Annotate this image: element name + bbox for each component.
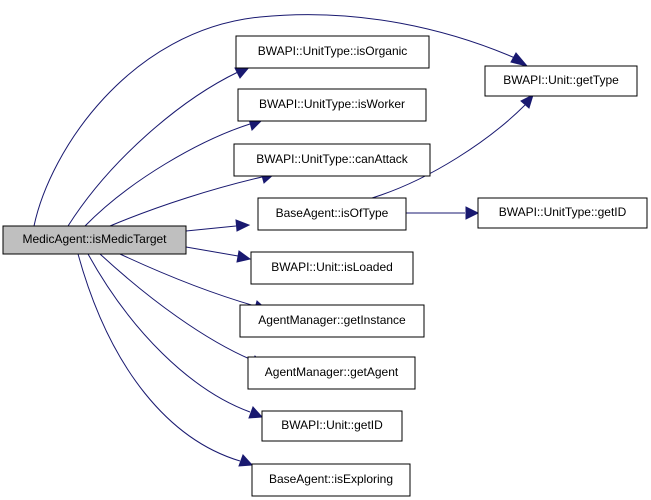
node-baseagent-isoftype[interactable]: BaseAgent::isOfType: [257, 197, 407, 231]
edge-root-to-getType: [33, 14, 529, 227]
node-unittype-isworker[interactable]: BWAPI::UnitType::isWorker: [237, 88, 427, 122]
edge-root-to-isLoaded: [185, 246, 252, 263]
edge-root-to-isExploring: [77, 253, 254, 467]
node-label: BWAPI::Unit::getType: [503, 73, 619, 87]
node-label: BWAPI::Unit::isLoaded: [271, 260, 393, 274]
node-unittype-isorganic[interactable]: BWAPI::UnitType::isOrganic: [235, 35, 430, 69]
edge-isOfType-to-unitTypeGetID: [406, 206, 480, 220]
node-unit-isloaded[interactable]: BWAPI::Unit::isLoaded: [250, 251, 414, 285]
node-baseagent-isexploring[interactable]: BaseAgent::isExploring: [251, 463, 411, 497]
node-agentmanager-getinstance[interactable]: AgentManager::getInstance: [239, 304, 425, 338]
node-label: BWAPI::UnitType::canAttack: [256, 152, 409, 166]
node-label: BaseAgent::isOfType: [276, 206, 389, 220]
edge-root-to-getInstance: [119, 253, 269, 313]
node-unittype-canattack[interactable]: BWAPI::UnitType::canAttack: [233, 143, 431, 177]
node-unit-getid[interactable]: BWAPI::Unit::getID: [261, 410, 403, 442]
node-unittype-getid[interactable]: BWAPI::UnitType::getID: [477, 197, 648, 229]
edge-root-to-isOfType: [185, 219, 251, 232]
edge-root-to-unitGetID: [87, 253, 264, 419]
edge-isOfType-to-getType: [371, 94, 534, 199]
node-unit-gettype[interactable]: BWAPI::Unit::getType: [484, 65, 638, 97]
nodes: MedicAgent::isMedicTarget BWAPI::UnitTyp…: [2, 35, 648, 497]
node-label: MedicAgent::isMedicTarget: [22, 232, 167, 246]
edge-root-to-canAttack: [109, 171, 276, 227]
node-label: BWAPI::UnitType::getID: [499, 205, 627, 219]
node-label: AgentManager::getAgent: [265, 365, 399, 379]
node-agentmanager-getagent[interactable]: AgentManager::getAgent: [247, 356, 416, 390]
node-label: BaseAgent::isExploring: [269, 472, 393, 486]
node-label: BWAPI::Unit::getID: [281, 418, 383, 432]
node-label: BWAPI::UnitType::isOrganic: [258, 44, 408, 58]
node-medicagent-ismedictarget[interactable]: MedicAgent::isMedicTarget: [2, 225, 187, 255]
edge-root-to-isOrganic: [67, 65, 252, 227]
node-label: AgentManager::getInstance: [258, 313, 406, 327]
node-label: BWAPI::UnitType::isWorker: [259, 97, 405, 111]
